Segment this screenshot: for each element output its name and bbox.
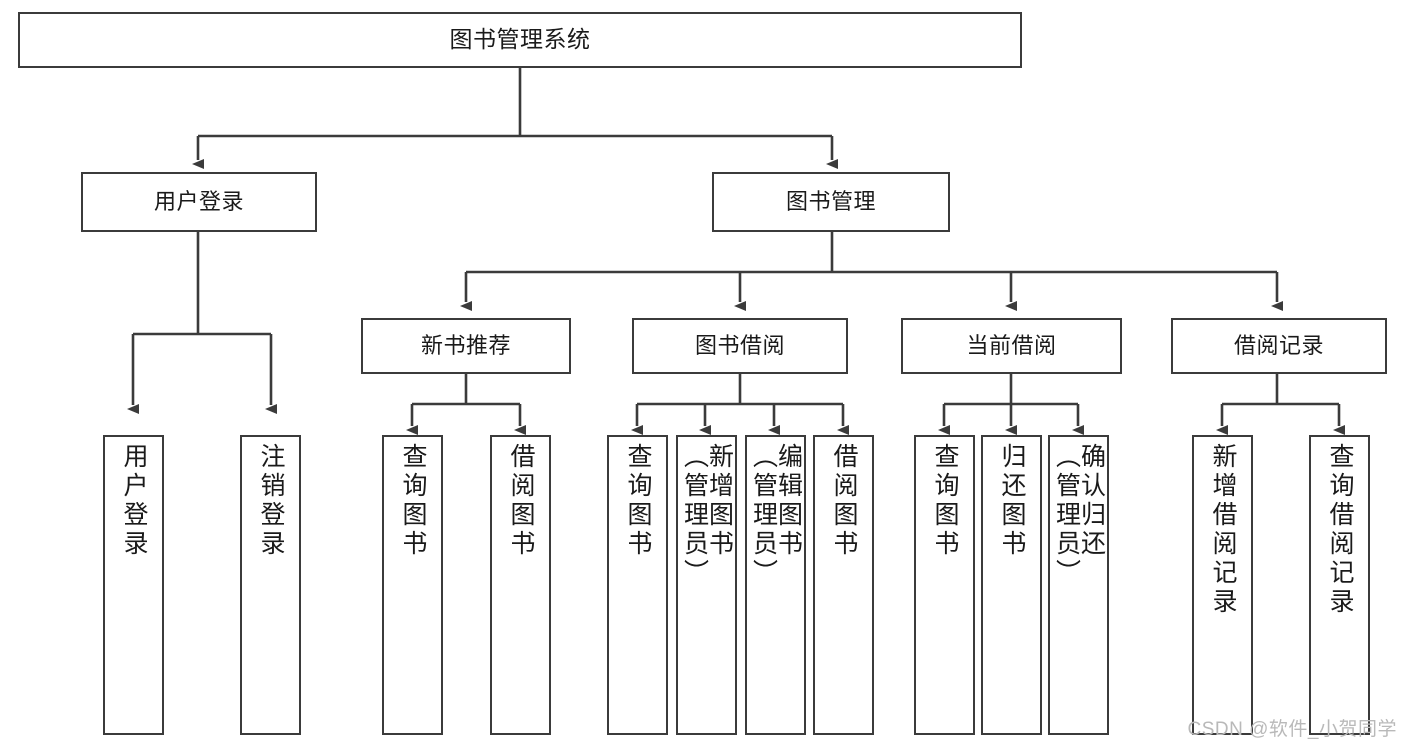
leaf-current-borrow-2[interactable]: 归还图书 [981, 435, 1042, 735]
leaf-user-login-2-label: 注销登录 [257, 443, 285, 559]
csdn-watermark: CSDN @软件_小贺同学 [1187, 719, 1397, 740]
node-borrow-record[interactable]: 借阅记录 [1171, 318, 1387, 374]
leaf-book-borrow-2[interactable]: 新增图书 （管理员） [676, 435, 737, 735]
leaf-current-borrow-3-label: 确认归还 （管理员） [1052, 443, 1106, 588]
leaf-new-book-1[interactable]: 查询图书 [382, 435, 443, 735]
leaf-user-login-1[interactable]: 用户登录 [103, 435, 164, 735]
leaf-book-borrow-2-label: 新增图书 （管理员） [680, 443, 734, 588]
node-user-login[interactable]: 用户登录 [81, 172, 317, 232]
node-book-borrow-label: 图书借阅 [694, 332, 785, 358]
leaf-current-borrow-1[interactable]: 查询图书 [914, 435, 975, 735]
leaf-user-login-1-label: 用户登录 [120, 443, 148, 559]
leaf-book-borrow-4-label: 借阅图书 [830, 443, 858, 559]
node-new-book-recommend-label: 新书推荐 [420, 332, 511, 358]
node-book-borrow[interactable]: 图书借阅 [632, 318, 848, 374]
node-user-login-label: 用户登录 [153, 188, 244, 214]
node-current-borrow[interactable]: 当前借阅 [901, 318, 1122, 374]
leaf-book-borrow-3[interactable]: 编辑图书 （管理员） [745, 435, 806, 735]
leaf-book-borrow-1[interactable]: 查询图书 [607, 435, 668, 735]
leaf-current-borrow-1-label: 查询图书 [931, 443, 959, 559]
node-borrow-record-label: 借阅记录 [1233, 332, 1324, 358]
leaf-new-book-2[interactable]: 借阅图书 [490, 435, 551, 735]
leaf-current-borrow-2-label: 归还图书 [998, 443, 1026, 559]
leaf-borrow-record-2-label: 查询借阅记录 [1326, 443, 1354, 617]
leaf-current-borrow-3[interactable]: 确认归还 （管理员） [1048, 435, 1109, 735]
leaf-book-borrow-1-label: 查询图书 [624, 443, 652, 559]
leaf-borrow-record-1-label: 新增借阅记录 [1209, 443, 1237, 617]
leaf-borrow-record-2[interactable]: 查询借阅记录 [1309, 435, 1370, 735]
node-book-manage[interactable]: 图书管理 [712, 172, 950, 232]
node-new-book-recommend[interactable]: 新书推荐 [361, 318, 571, 374]
leaf-book-borrow-3-label: 编辑图书 （管理员） [749, 443, 803, 588]
leaf-borrow-record-1[interactable]: 新增借阅记录 [1192, 435, 1253, 735]
leaf-new-book-1-label: 查询图书 [399, 443, 427, 559]
leaf-user-login-2[interactable]: 注销登录 [240, 435, 301, 735]
leaf-new-book-2-label: 借阅图书 [507, 443, 535, 559]
node-root[interactable]: 图书管理系统 [18, 12, 1022, 68]
leaf-book-borrow-4[interactable]: 借阅图书 [813, 435, 874, 735]
node-root-label: 图书管理系统 [449, 26, 591, 53]
node-book-manage-label: 图书管理 [785, 188, 876, 214]
node-current-borrow-label: 当前借阅 [966, 332, 1057, 358]
